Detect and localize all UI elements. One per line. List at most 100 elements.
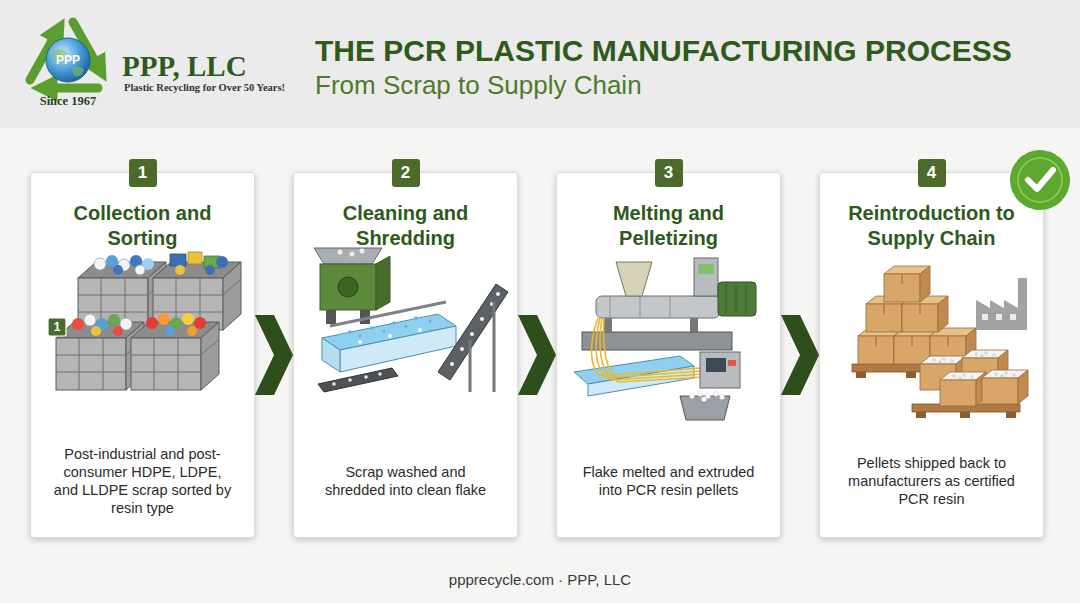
shredder-washer-illustration xyxy=(359,335,362,338)
shredder-washer-illustration xyxy=(418,328,422,332)
factory-icon xyxy=(976,278,1027,330)
shipping-pallets-illustration xyxy=(960,412,970,418)
plastic-scrap xyxy=(72,314,132,336)
company-name: PPP, LLC xyxy=(122,50,247,82)
step-number: 3 xyxy=(655,159,683,187)
check-badge xyxy=(1028,170,1053,189)
process-card: Cleaning and ShreddingScrap washed and s… xyxy=(293,172,518,538)
plastic-scrap xyxy=(91,326,101,336)
step-description: Post-industrial and post-consumer HDPE, … xyxy=(53,439,232,523)
plastic-scrap xyxy=(84,314,96,326)
shredder-washer-illustration xyxy=(332,372,382,386)
shipping-pallets-illustration xyxy=(884,266,930,302)
extruder-pelletizer-illustration xyxy=(746,284,747,314)
extruder-pelletizer-illustration xyxy=(600,318,704,380)
shredder-washer-illustration xyxy=(493,302,496,392)
shredder-washer-illustration xyxy=(358,340,362,344)
extruder-pelletizer-illustration xyxy=(610,296,611,318)
step-badge: 4 xyxy=(918,159,946,187)
extruder-pelletizer-illustration xyxy=(604,318,612,332)
plastic-scrap xyxy=(94,255,154,275)
extruder-pelletizer-illustration xyxy=(690,318,698,332)
step-number: 4 xyxy=(918,159,946,187)
sorting-crates-illustration xyxy=(78,262,166,330)
extruder-pelletizer-illustration xyxy=(726,284,727,314)
company-tagline: Plastic Recycling for Over 50 Years! xyxy=(124,82,285,94)
shredder-washer-illustration xyxy=(330,302,446,326)
company-logo xyxy=(30,30,58,80)
step-badge: 3 xyxy=(655,159,683,187)
company-logo xyxy=(44,84,98,93)
header-band xyxy=(0,0,1080,128)
extruder-pelletizer-illustration xyxy=(604,318,706,382)
step-description: Scrap washed and shredded into clean fla… xyxy=(316,439,495,523)
shipping-pallets-illustration xyxy=(856,372,866,378)
shipping-pallets-illustration xyxy=(940,372,986,406)
shredder-washer-illustration xyxy=(360,249,365,254)
diagram-title: THE PCR PLASTIC MANUFACTURING PROCESS xyxy=(315,34,1012,68)
shredder-washer-illustration xyxy=(414,316,418,320)
extruder-pelletizer-illustration xyxy=(720,395,725,400)
step-badge: 1 xyxy=(129,159,157,187)
shredder-washer-illustration xyxy=(322,338,340,372)
shipping-pallets-illustration xyxy=(982,314,988,320)
extruder-pelletizer-illustration xyxy=(698,392,703,397)
shipping-pallets-illustration xyxy=(906,372,916,378)
shredder-washer-illustration xyxy=(376,256,390,310)
shredder-washer-illustration xyxy=(496,292,500,296)
shredder-washer-illustration xyxy=(350,252,355,257)
flow-chevron xyxy=(781,315,819,395)
extruder-pelletizer-illustration xyxy=(592,318,707,382)
plastic-scrap xyxy=(146,317,158,329)
plastic-scrap xyxy=(216,256,228,268)
shredder-washer-illustration xyxy=(318,368,398,392)
plastic-scrap xyxy=(170,317,182,329)
extruder-pelletizer-illustration xyxy=(670,296,671,318)
shredder-washer-illustration xyxy=(320,264,376,310)
extruder-pelletizer-illustration xyxy=(700,352,740,388)
illustration-part xyxy=(255,315,819,395)
extruder-pelletizer-illustration xyxy=(592,318,701,376)
process-card: Collection and SortingPost-industrial an… xyxy=(30,172,255,538)
plastic-scrap xyxy=(113,265,123,275)
shredder-washer-illustration xyxy=(358,328,422,344)
shipping-pallets-illustration xyxy=(958,372,968,378)
plastic-scrap xyxy=(130,255,142,267)
shipping-pallets-illustration xyxy=(912,404,1020,412)
extruder-pelletizer-illustration xyxy=(718,282,756,316)
shredder-washer-illustration xyxy=(348,316,431,337)
check-badge xyxy=(1014,154,1066,206)
extruder-pelletizer-illustration xyxy=(574,356,694,384)
shredder-washer-illustration xyxy=(383,330,386,333)
callout-badge xyxy=(48,318,66,336)
flow-chevron xyxy=(255,315,293,395)
shredder-washer-illustration xyxy=(348,378,352,382)
extruder-pelletizer-illustration xyxy=(680,396,730,420)
shredder-washer-illustration xyxy=(392,321,396,325)
extruder-pelletizer-illustration xyxy=(616,262,652,296)
shredder-washer-illustration xyxy=(480,317,484,321)
step-badge: 2 xyxy=(392,159,420,187)
shredder-washer-illustration xyxy=(450,362,454,366)
shredder-washer-illustration xyxy=(469,340,472,392)
extruder-pelletizer-illustration xyxy=(706,358,726,372)
shipping-pallets-illustration xyxy=(930,328,976,364)
shredder-washer-illustration xyxy=(460,347,464,351)
plastic-scrap xyxy=(142,258,154,270)
shredder-washer-illustration xyxy=(348,330,352,334)
extruder-pelletizer-illustration xyxy=(698,264,714,274)
plastic-scrap xyxy=(205,265,215,275)
callout-number: 1 xyxy=(48,318,66,336)
plastic-scrap xyxy=(182,313,194,325)
sorting-crates-illustration xyxy=(153,262,241,330)
extruder-pelletizer-illustration xyxy=(714,392,719,397)
step-number: 1 xyxy=(129,159,157,187)
extruder-pelletizer-illustration xyxy=(736,284,737,314)
plastic-scrap xyxy=(170,252,228,275)
step-heading: Collection and Sorting xyxy=(55,201,231,251)
shipping-pallets-illustration xyxy=(916,412,926,418)
plastic-scrap xyxy=(94,258,106,270)
footer-caption: ppprecycle.com · PPP, LLC xyxy=(0,571,1080,589)
shipping-pallets-illustration xyxy=(866,296,912,332)
